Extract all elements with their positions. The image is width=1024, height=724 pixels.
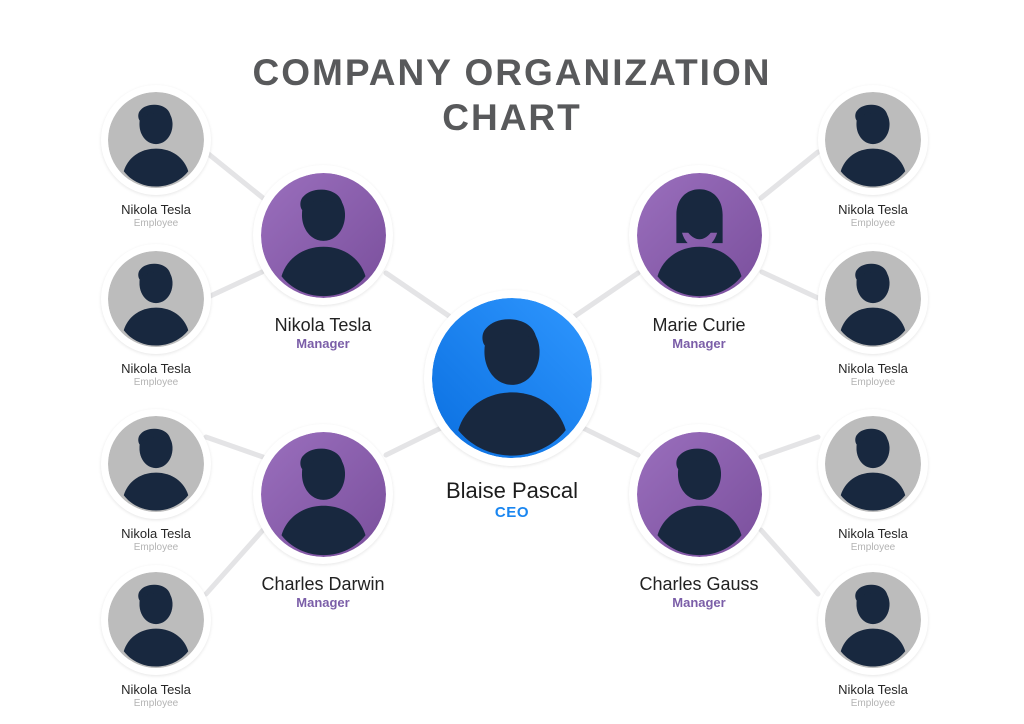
node-emp-tr-1[interactable]: Nikola Tesla Employee bbox=[818, 85, 928, 230]
node-role: Employee bbox=[850, 376, 896, 388]
node-name: Nikola Tesla bbox=[838, 682, 908, 697]
page-title-line-2: CHART bbox=[442, 97, 582, 139]
node-role: Manager bbox=[296, 335, 350, 351]
male-silhouette-icon bbox=[108, 92, 204, 188]
node-mgr-top-right[interactable]: Marie Curie Manager bbox=[629, 165, 769, 351]
male-silhouette-icon bbox=[432, 298, 592, 458]
node-role: Employee bbox=[850, 697, 896, 709]
node-name: Nikola Tesla bbox=[838, 361, 908, 376]
avatar-ring bbox=[629, 165, 769, 305]
avatar-ring bbox=[818, 85, 928, 195]
avatar-ring bbox=[424, 290, 600, 466]
avatar-ring bbox=[818, 565, 928, 675]
node-role: Employee bbox=[133, 541, 179, 553]
avatar-ring bbox=[818, 409, 928, 519]
node-role: Employee bbox=[133, 697, 179, 709]
male-silhouette-icon bbox=[825, 92, 921, 188]
male-silhouette-icon bbox=[108, 572, 204, 668]
node-role: Employee bbox=[850, 217, 896, 229]
node-role: Employee bbox=[133, 376, 179, 388]
node-emp-tl-1[interactable]: Nikola Tesla Employee bbox=[101, 85, 211, 230]
male-silhouette-icon bbox=[108, 251, 204, 347]
link-mgr-top-left-emp-1 bbox=[203, 149, 266, 201]
node-name: Nikola Tesla bbox=[838, 526, 908, 541]
avatar-ring bbox=[101, 409, 211, 519]
page-title-line-1: COMPANY ORGANIZATION bbox=[252, 52, 772, 93]
link-mgr-bottom-right-emp-2 bbox=[758, 527, 821, 597]
male-silhouette-icon bbox=[260, 431, 386, 557]
node-name: Nikola Tesla bbox=[121, 202, 191, 217]
node-name: Charles Gauss bbox=[639, 574, 759, 594]
female-silhouette-icon bbox=[636, 172, 762, 298]
node-emp-tr-2[interactable]: Nikola Tesla Employee bbox=[818, 244, 928, 389]
node-emp-tl-2[interactable]: Nikola Tesla Employee bbox=[101, 244, 211, 389]
node-emp-bl-1[interactable]: Nikola Tesla Employee bbox=[101, 409, 211, 554]
avatar-ring bbox=[101, 244, 211, 354]
node-name: Nikola Tesla bbox=[838, 202, 908, 217]
avatar-ring bbox=[253, 165, 393, 305]
node-role: Employee bbox=[850, 541, 896, 553]
link-ceo-mgr-bottom-right bbox=[572, 421, 641, 458]
node-role: CEO bbox=[494, 504, 530, 522]
node-name: Blaise Pascal bbox=[445, 478, 579, 503]
node-role: Manager bbox=[672, 594, 726, 610]
link-mgr-bottom-left-emp-1 bbox=[203, 434, 266, 460]
page-title: COMPANY ORGANIZATION CHART bbox=[162, 50, 862, 140]
node-mgr-bottom-left[interactable]: Charles Darwin Manager bbox=[253, 424, 393, 610]
male-silhouette-icon bbox=[636, 431, 762, 557]
link-ceo-mgr-top-left bbox=[383, 270, 452, 319]
node-mgr-top-left[interactable]: Nikola Tesla Manager bbox=[253, 165, 393, 351]
node-name: Nikola Tesla bbox=[121, 682, 191, 697]
male-silhouette-icon bbox=[260, 172, 386, 298]
link-mgr-top-right-emp-1 bbox=[758, 149, 821, 201]
link-mgr-top-left-emp-2 bbox=[203, 269, 265, 301]
avatar-ring bbox=[253, 424, 393, 564]
male-silhouette-icon bbox=[825, 416, 921, 512]
link-mgr-bottom-right-emp-1 bbox=[758, 434, 821, 460]
link-ceo-mgr-bottom-left bbox=[383, 421, 452, 458]
node-name: Nikola Tesla bbox=[121, 526, 191, 541]
link-mgr-top-right-emp-2 bbox=[759, 269, 821, 301]
node-role: Manager bbox=[296, 594, 350, 610]
node-emp-bl-2[interactable]: Nikola Tesla Employee bbox=[101, 565, 211, 710]
node-name: Marie Curie bbox=[652, 315, 746, 335]
link-mgr-bottom-left-emp-2 bbox=[203, 527, 266, 597]
male-silhouette-icon bbox=[825, 572, 921, 668]
avatar-ring bbox=[101, 85, 211, 195]
avatar-ring bbox=[101, 565, 211, 675]
male-silhouette-icon bbox=[108, 416, 204, 512]
node-name: Nikola Tesla bbox=[274, 315, 372, 335]
node-name: Nikola Tesla bbox=[121, 361, 191, 376]
node-role: Employee bbox=[133, 217, 179, 229]
node-name: Charles Darwin bbox=[261, 574, 385, 594]
node-role: Manager bbox=[672, 335, 726, 351]
node-emp-br-1[interactable]: Nikola Tesla Employee bbox=[818, 409, 928, 554]
male-silhouette-icon bbox=[825, 251, 921, 347]
node-mgr-bottom-right[interactable]: Charles Gauss Manager bbox=[629, 424, 769, 610]
avatar-ring bbox=[629, 424, 769, 564]
avatar-ring bbox=[818, 244, 928, 354]
node-ceo[interactable]: Blaise Pascal CEO bbox=[424, 290, 600, 522]
node-emp-br-2[interactable]: Nikola Tesla Employee bbox=[818, 565, 928, 710]
link-ceo-mgr-top-right bbox=[572, 270, 641, 319]
